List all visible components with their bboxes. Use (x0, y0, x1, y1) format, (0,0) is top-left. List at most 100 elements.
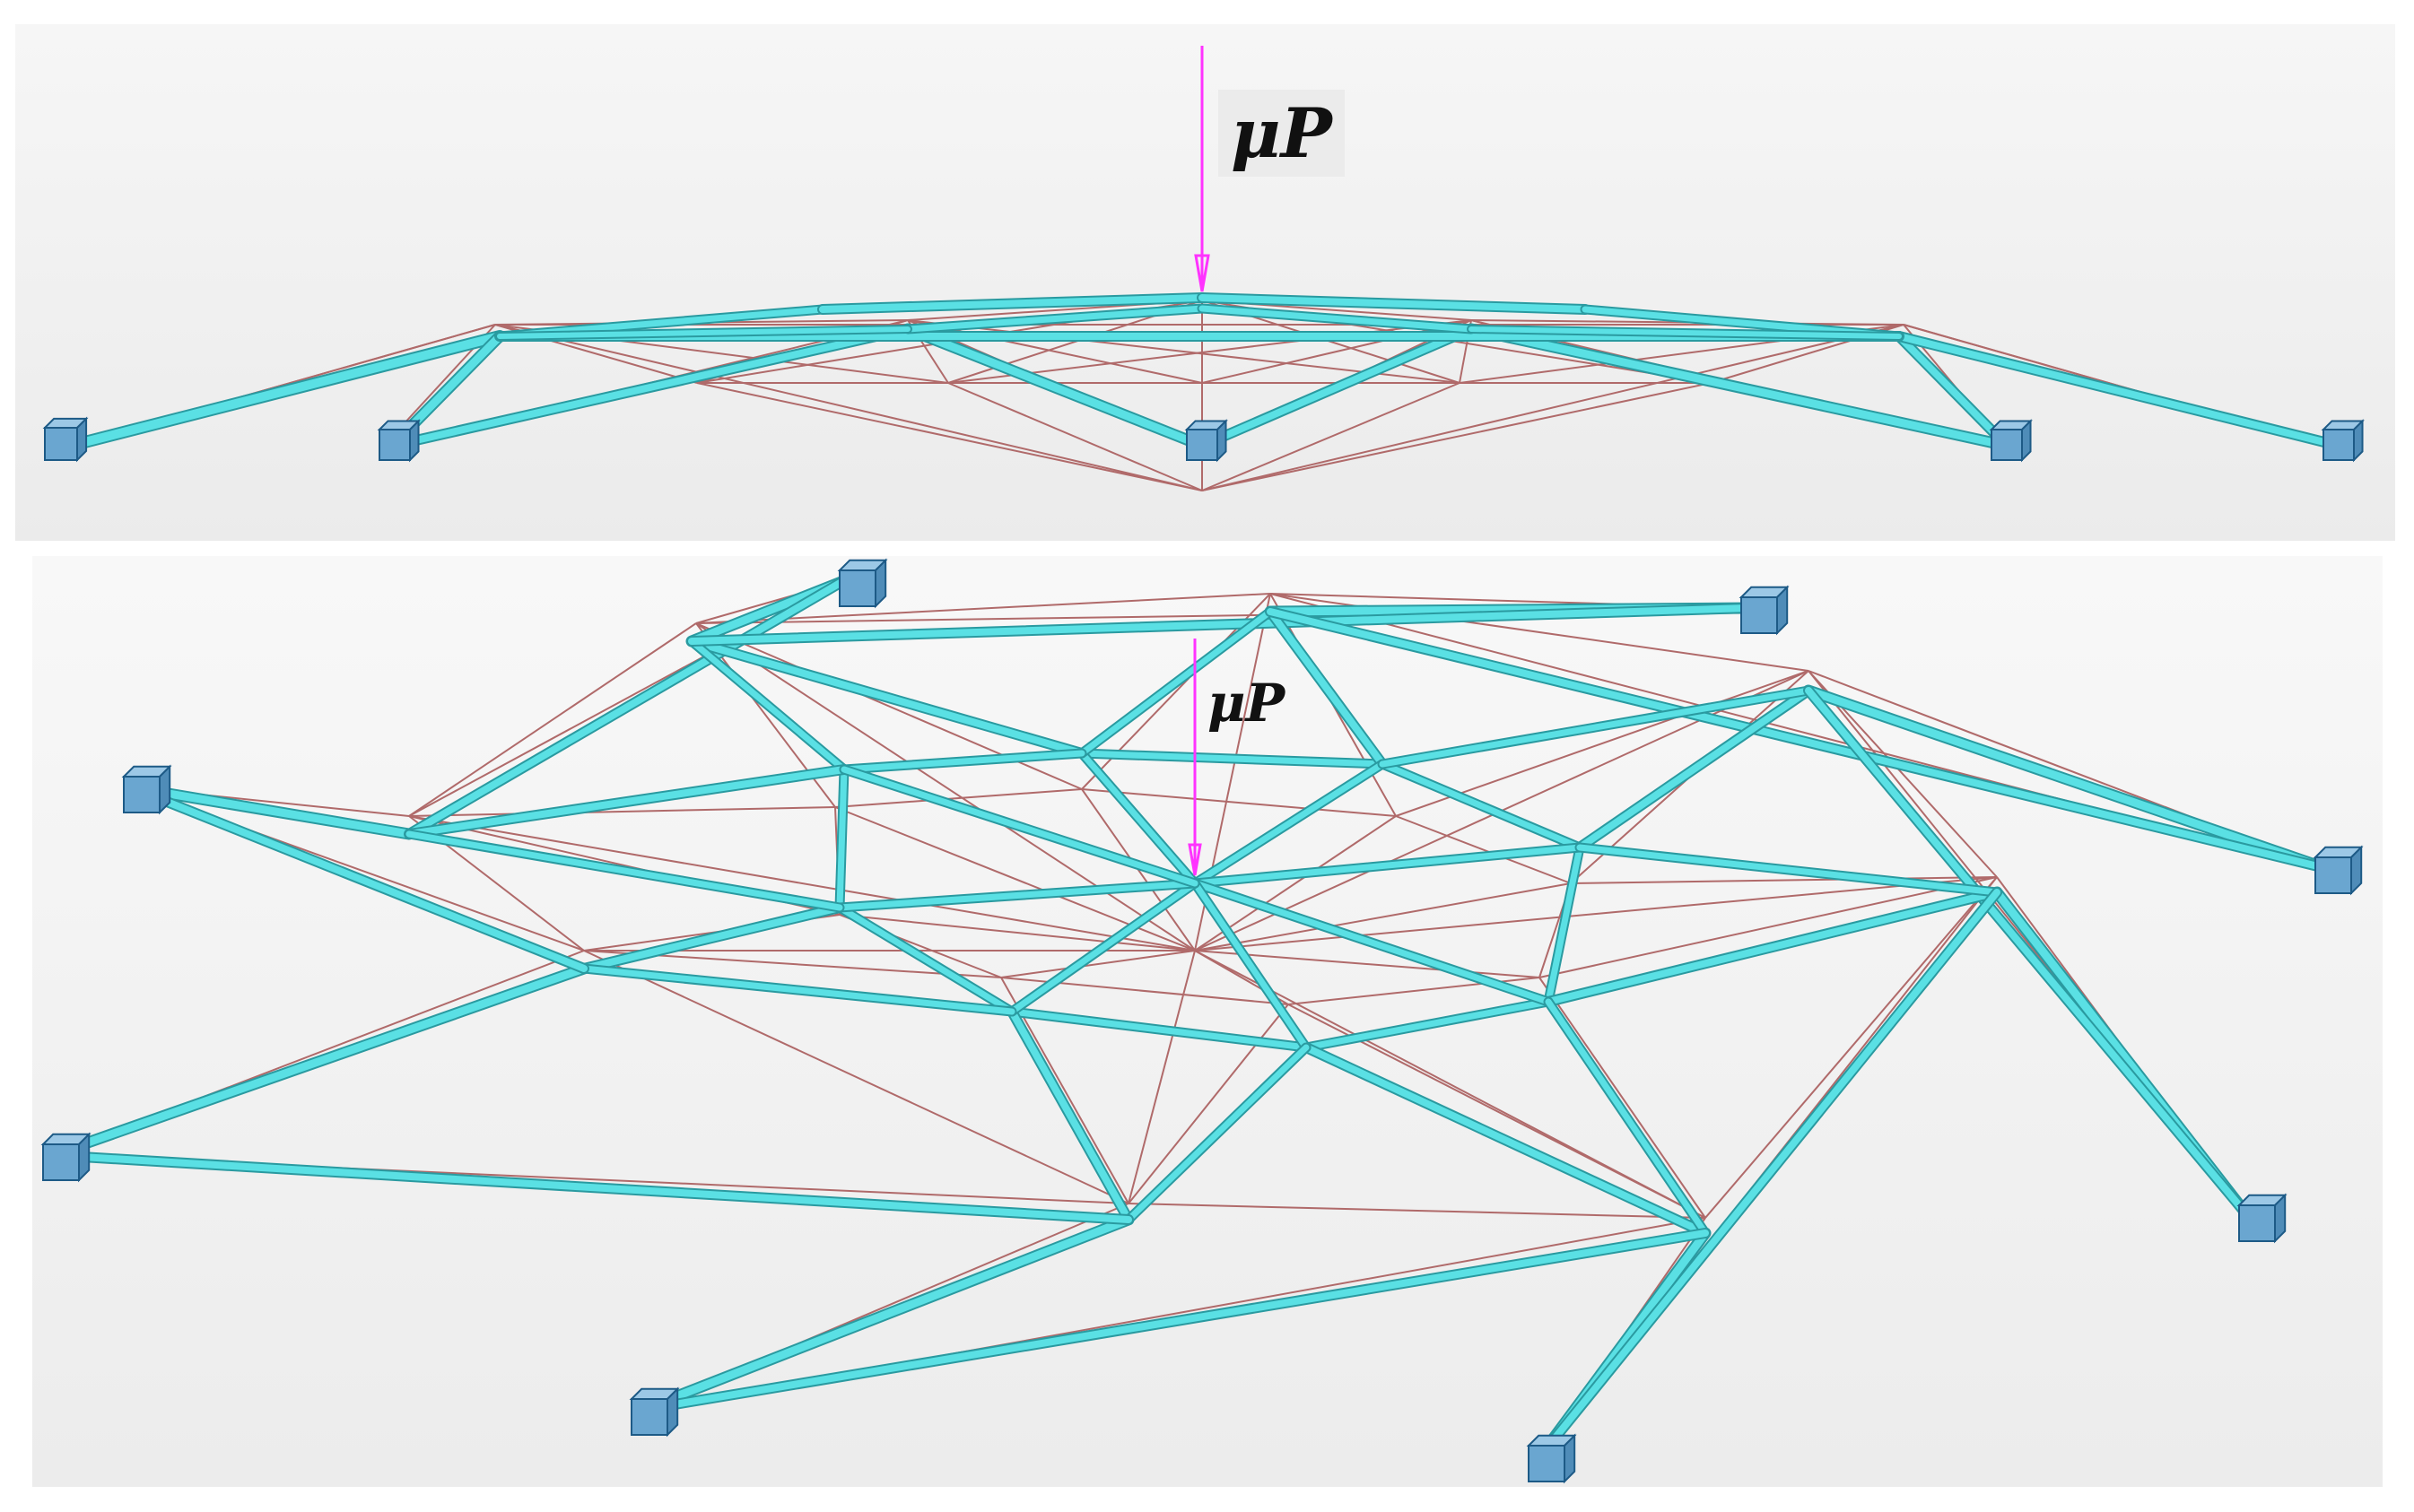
undeformed-member (695, 622, 1196, 952)
deformed-member (1301, 996, 1554, 1053)
deformed-member (1377, 685, 1814, 769)
undeformed-member (1194, 876, 1998, 952)
deformed-member (46, 962, 590, 1161)
undeformed-member (1570, 876, 1998, 884)
deformed-member (1265, 606, 2331, 873)
undeformed-member (1201, 324, 1904, 491)
undeformed-member (408, 815, 1196, 952)
deformed-member (1543, 996, 1711, 1238)
deformed-member (834, 764, 850, 913)
deformed-member (1265, 606, 1388, 769)
deformed-member (1802, 684, 2331, 874)
cube-icon (2313, 845, 2364, 896)
cube-icon (121, 764, 172, 815)
deformed-member (1467, 325, 1904, 341)
cube-icon (2321, 419, 2365, 463)
deformed-member (834, 878, 1200, 913)
deformed-member (404, 829, 845, 913)
deformed-member (1534, 887, 2002, 1463)
undeformed-member (1395, 670, 1809, 817)
deformed-member (579, 902, 845, 974)
undeformed-member (1128, 1203, 1706, 1219)
side-view-panel (15, 24, 2395, 541)
undeformed-member (1194, 950, 1540, 978)
undeformed-member (408, 622, 697, 817)
load-arrow-icon (1188, 639, 1202, 876)
undeformed-member (947, 382, 1203, 491)
undeformed-member (1395, 815, 1572, 884)
load-label-perspective: μP (1207, 673, 1285, 734)
cube-icon (1989, 419, 2033, 463)
undeformed-member (839, 914, 1196, 952)
deformed-member (817, 292, 1207, 315)
cube-icon (40, 1132, 92, 1183)
undeformed-member (583, 950, 1129, 1204)
deformed-member (1076, 606, 1276, 759)
deformed-member (126, 782, 589, 974)
cube-icon (42, 416, 89, 463)
undeformed-member (1538, 977, 1706, 1219)
deformed-member (1377, 759, 1585, 853)
load-arrow-icon (1194, 46, 1210, 292)
deformed-member (902, 323, 1208, 452)
undeformed-member (696, 382, 1203, 491)
undeformed-member (1538, 876, 1998, 978)
undeformed-member (1201, 382, 1712, 491)
deformed-member (636, 1213, 1135, 1416)
side-view-drawing (15, 24, 2395, 541)
deformed-member (1301, 1042, 1711, 1238)
load-label-side: μP (1218, 90, 1345, 177)
deformed-member (839, 748, 1087, 775)
deformed-member (1574, 685, 1814, 853)
deformed-member (1190, 842, 1585, 889)
deformed-member (1007, 878, 1200, 1017)
deformed-member (834, 902, 1017, 1017)
undeformed-member (1194, 950, 1706, 1219)
deformed-member (839, 764, 1200, 889)
deformed-member (125, 781, 415, 840)
undeformed-member (494, 324, 1203, 491)
deformed-member (686, 603, 1753, 647)
deformed-member (1197, 324, 1477, 451)
deformed-member (54, 330, 506, 455)
deformed-member (1190, 759, 1388, 889)
perspective-view-drawing (32, 556, 2383, 1487)
undeformed-member (408, 806, 836, 817)
cube-icon (1184, 419, 1228, 463)
deformed-member (404, 576, 849, 839)
deformed-shape (46, 575, 2331, 1464)
deformed-member (1123, 1042, 1312, 1225)
deformed-member (686, 636, 850, 775)
undeformed-member (1704, 876, 1998, 1219)
deformed-member (1007, 1006, 1134, 1225)
perspective-view-panel (32, 556, 2383, 1487)
deformed-member (1465, 323, 2013, 452)
deformed-member (1197, 303, 1477, 335)
deformed-member (404, 764, 850, 839)
cube-icon (2236, 1193, 2288, 1244)
undeformed-member (1128, 950, 1196, 1204)
deformed-member (387, 324, 913, 451)
deformed-member (1190, 878, 1312, 1053)
deformed-member (1894, 331, 2012, 451)
cube-icon (377, 419, 421, 463)
deformed-member (1007, 1006, 1312, 1053)
undeformed-member (695, 593, 1271, 624)
panel-background (15, 24, 2395, 541)
deformed-member (1197, 292, 1590, 315)
deformed-member (1803, 685, 2253, 1221)
deformed-member (1076, 748, 1388, 769)
undeformed-member (1000, 950, 1196, 978)
deformed-member (579, 963, 1017, 1017)
supports (40, 558, 2364, 1484)
deformed-member (686, 636, 1087, 759)
undeformed-member (1081, 788, 1397, 817)
deformed-member (1543, 842, 1585, 1007)
cube-icon (1739, 585, 1790, 636)
deformed-member (1076, 748, 1200, 889)
deformed-member (637, 1228, 1711, 1415)
undeformed-member (1194, 882, 1572, 952)
cube-icon (629, 1386, 680, 1438)
deformed-member (1543, 887, 2002, 1007)
cube-icon (1526, 1433, 1577, 1484)
